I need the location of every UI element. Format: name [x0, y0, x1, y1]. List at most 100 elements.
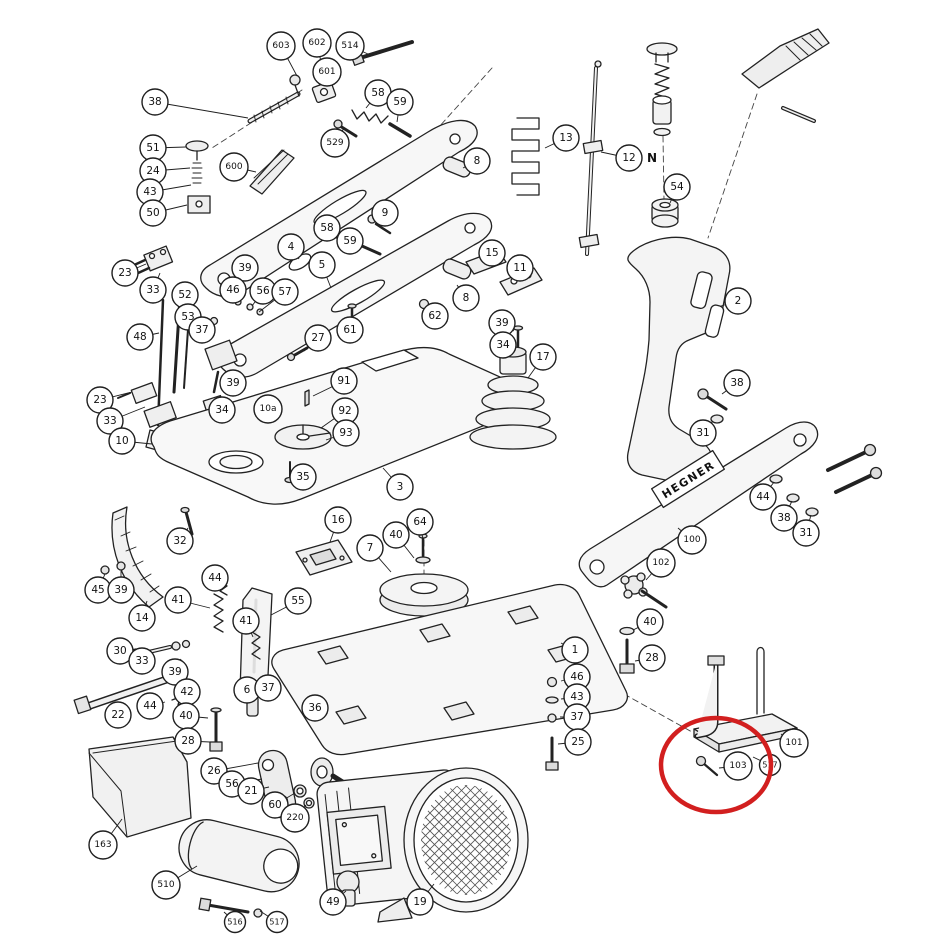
part-balloon-8: 8	[462, 147, 491, 175]
part-balloon-35: 35	[289, 463, 317, 491]
svg-text:10: 10	[115, 435, 128, 447]
part-balloon-25: 25	[557, 728, 592, 756]
part-balloon-6: 6	[233, 676, 261, 704]
part-balloon-28: 28	[634, 644, 666, 672]
svg-text:48: 48	[133, 331, 146, 343]
svg-text:40: 40	[389, 529, 402, 541]
part-balloon-27: 27	[303, 324, 332, 352]
highlight-circle	[658, 715, 774, 815]
part-balloon-31: 31	[689, 419, 717, 447]
part-balloon-17: 17	[527, 343, 557, 379]
part-balloon-58: 58	[364, 79, 392, 109]
svg-text:54: 54	[670, 181, 684, 193]
part-balloon-14: 14	[128, 600, 156, 632]
part-balloon-15: 15	[478, 239, 506, 267]
svg-text:11: 11	[513, 262, 526, 274]
part-balloon-46: 46	[560, 663, 591, 691]
part-balloon-1: 1	[560, 636, 589, 664]
part-balloon-517: 517	[259, 910, 289, 934]
part-balloon-601: 601	[312, 57, 342, 87]
part-balloon-510: 510	[151, 865, 198, 900]
svg-text:22: 22	[111, 709, 124, 721]
part-balloon-32: 32	[166, 527, 194, 555]
svg-text:28: 28	[181, 735, 194, 747]
svg-text:39: 39	[226, 377, 239, 389]
svg-text:27: 27	[311, 332, 324, 344]
svg-text:62: 62	[428, 310, 441, 322]
svg-text:17: 17	[536, 351, 549, 363]
svg-text:58: 58	[371, 87, 384, 99]
svg-text:33: 33	[103, 415, 116, 427]
part-balloon-55: 55	[270, 587, 312, 616]
part-balloon-600: 600	[219, 152, 257, 182]
svg-text:103: 103	[729, 761, 746, 771]
svg-text:100: 100	[683, 535, 700, 545]
left-lower-fasteners	[73, 639, 259, 752]
part-balloon-40: 40	[632, 608, 664, 636]
svg-text:56: 56	[225, 778, 239, 790]
part-balloon-514: 514	[335, 31, 369, 61]
svg-text:38: 38	[148, 96, 161, 108]
svg-text:1: 1	[572, 644, 579, 656]
part-balloon-39: 39	[107, 571, 135, 604]
svg-text:601: 601	[318, 67, 335, 77]
svg-text:39: 39	[238, 262, 251, 274]
chip-deflector	[88, 736, 192, 838]
part-balloon-33: 33	[96, 406, 146, 435]
svg-text:61: 61	[343, 324, 356, 336]
handle-tool	[741, 28, 830, 123]
part-balloon-5: 5	[308, 251, 336, 289]
rear-arm	[578, 421, 819, 588]
svg-text:14: 14	[135, 612, 149, 624]
svg-text:21: 21	[244, 785, 257, 797]
svg-text:46: 46	[570, 671, 584, 683]
part-balloon-38: 38	[721, 369, 751, 397]
svg-text:50: 50	[146, 207, 159, 219]
part-balloon-46: 46	[219, 276, 247, 304]
part-balloon-38: 38	[770, 500, 798, 532]
tension-screw-cluster	[185, 40, 414, 214]
part-balloon-59: 59	[386, 88, 414, 123]
svg-text:92: 92	[338, 405, 351, 417]
svg-text:41: 41	[239, 615, 252, 627]
part-balloon-48: 48	[126, 323, 160, 351]
part-balloon-58: 58	[313, 214, 341, 242]
part-balloon-43: 43	[136, 178, 192, 206]
blade-rod	[578, 60, 604, 256]
part-balloon-56: 56	[249, 277, 277, 307]
part-balloon-61: 61	[336, 316, 364, 344]
tension-assembly	[646, 42, 678, 137]
part-balloon-92: 92	[320, 397, 359, 429]
part-balloon-516: 516	[223, 910, 247, 934]
part-balloon-23: 23	[111, 259, 147, 287]
svg-text:56: 56	[256, 285, 270, 297]
part-balloon-57: 57	[258, 278, 299, 313]
svg-text:8: 8	[463, 292, 470, 304]
svg-text:603: 603	[272, 41, 289, 51]
svg-text:28: 28	[645, 652, 658, 664]
svg-text:12: 12	[622, 152, 635, 164]
part-balloon-10a: 10a	[253, 394, 283, 424]
svg-text:44: 44	[208, 572, 222, 584]
svg-text:529: 529	[326, 138, 343, 148]
blade-holder-spring	[511, 117, 540, 196]
svg-text:36: 36	[308, 702, 322, 714]
svg-text:34: 34	[215, 404, 229, 416]
svg-text:24: 24	[146, 165, 160, 177]
part-balloon-40: 40	[382, 521, 415, 559]
part-balloon-529: 529	[320, 127, 350, 158]
svg-text:33: 33	[135, 655, 148, 667]
svg-text:44: 44	[756, 491, 770, 503]
svg-text:64: 64	[413, 516, 427, 528]
lower-arm-roller	[442, 258, 472, 280]
svg-text:32: 32	[173, 535, 186, 547]
part-balloon-45: 45	[84, 573, 112, 604]
part-balloon-602: 602	[302, 28, 332, 63]
part-balloon-22: 22	[104, 701, 132, 729]
svg-text:23: 23	[118, 267, 131, 279]
part-balloon-51: 51	[139, 134, 187, 162]
pulley	[379, 533, 469, 617]
svg-text:57: 57	[278, 286, 291, 298]
part-balloon-54: 54	[663, 173, 691, 204]
